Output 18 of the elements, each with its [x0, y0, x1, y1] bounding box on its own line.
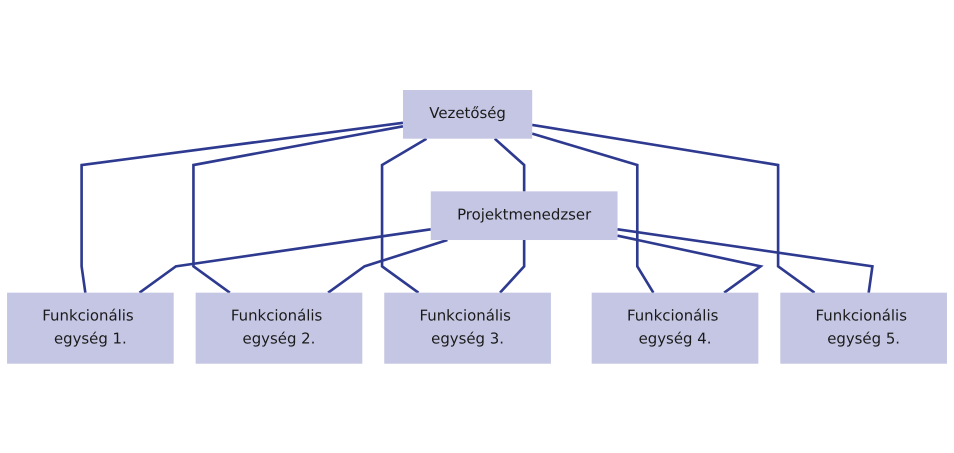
- connector: [499, 240, 526, 294]
- connector: [380, 137, 428, 294]
- node-box: Funkcionális egység 1.: [7, 292, 174, 364]
- connector: [532, 123, 816, 294]
- connector: [617, 228, 874, 292]
- connector: [80, 121, 404, 292]
- connector: [532, 132, 654, 293]
- connector: [192, 124, 404, 294]
- connector: [617, 234, 764, 294]
- node-box: Funkcionális egység 5.: [780, 292, 947, 364]
- node-box: Projektmenedzser: [430, 190, 618, 240]
- connector: [327, 238, 448, 294]
- connector: [494, 137, 526, 191]
- node-box: Funkcionális egység 2.: [196, 292, 362, 364]
- connector: [138, 228, 431, 294]
- node-box: Funkcionális egység 3.: [384, 292, 551, 364]
- node-box: Vezetőség: [402, 90, 532, 138]
- node-box: Funkcionális egység 4.: [592, 292, 758, 364]
